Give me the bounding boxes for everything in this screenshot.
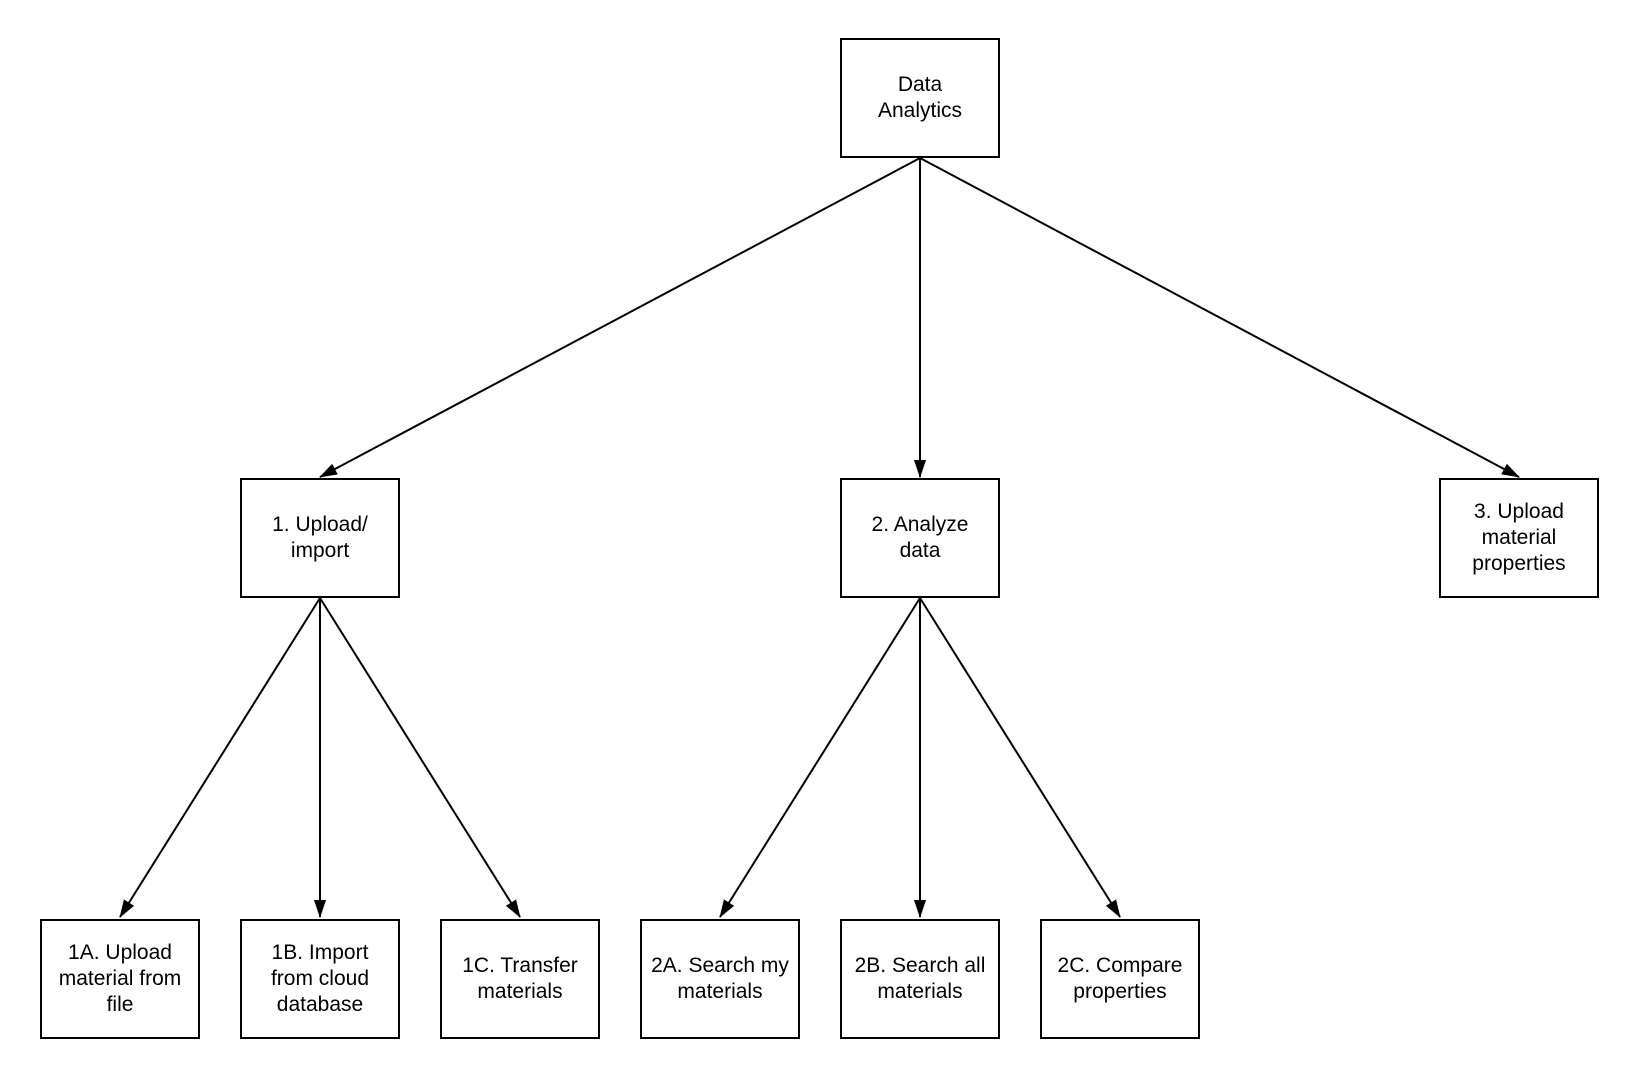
node-search-all-materials-label: 2B. Search all materials: [854, 954, 986, 1003]
node-transfer-materials-label: 1C. Transfer materials: [462, 954, 578, 1003]
node-data-analytics-label: Data Analytics: [877, 73, 963, 122]
node-analyze-data-label: 2. Analyze data: [871, 513, 969, 562]
edge-upload-import-to-1c: [319, 597, 521, 918]
node-upload-import: 1. Upload/ import: [240, 478, 400, 598]
node-data-analytics: Data Analytics: [840, 38, 1000, 158]
node-upload-material-from-file-label: 1A. Upload material from file: [58, 941, 182, 1016]
node-transfer-materials: 1C. Transfer materials: [440, 919, 600, 1039]
edge-root-to-upload-import: [319, 157, 921, 478]
edge-upload-import-to-1a: [119, 597, 321, 918]
edge-root-to-upload-material-properties: [919, 157, 1520, 478]
node-search-my-materials-label: 2A. Search my materials: [651, 954, 789, 1003]
node-compare-properties: 2C. Compare properties: [1040, 919, 1200, 1039]
node-upload-material-properties: 3. Upload material properties: [1439, 478, 1599, 598]
node-search-all-materials: 2B. Search all materials: [840, 919, 1000, 1039]
node-compare-properties-label: 2C. Compare properties: [1057, 954, 1183, 1003]
node-upload-material-properties-label: 3. Upload material properties: [1472, 500, 1566, 575]
node-import-from-cloud-database: 1B. Import from cloud database: [240, 919, 400, 1039]
node-upload-import-label: 1. Upload/ import: [272, 513, 368, 562]
edge-analyze-data-to-2c: [919, 597, 1121, 918]
edge-analyze-data-to-2a: [719, 597, 921, 918]
node-search-my-materials: 2A. Search my materials: [640, 919, 800, 1039]
node-import-from-cloud-database-label: 1B. Import from cloud database: [270, 941, 370, 1016]
node-analyze-data: 2. Analyze data: [840, 478, 1000, 598]
node-upload-material-from-file: 1A. Upload material from file: [40, 919, 200, 1039]
